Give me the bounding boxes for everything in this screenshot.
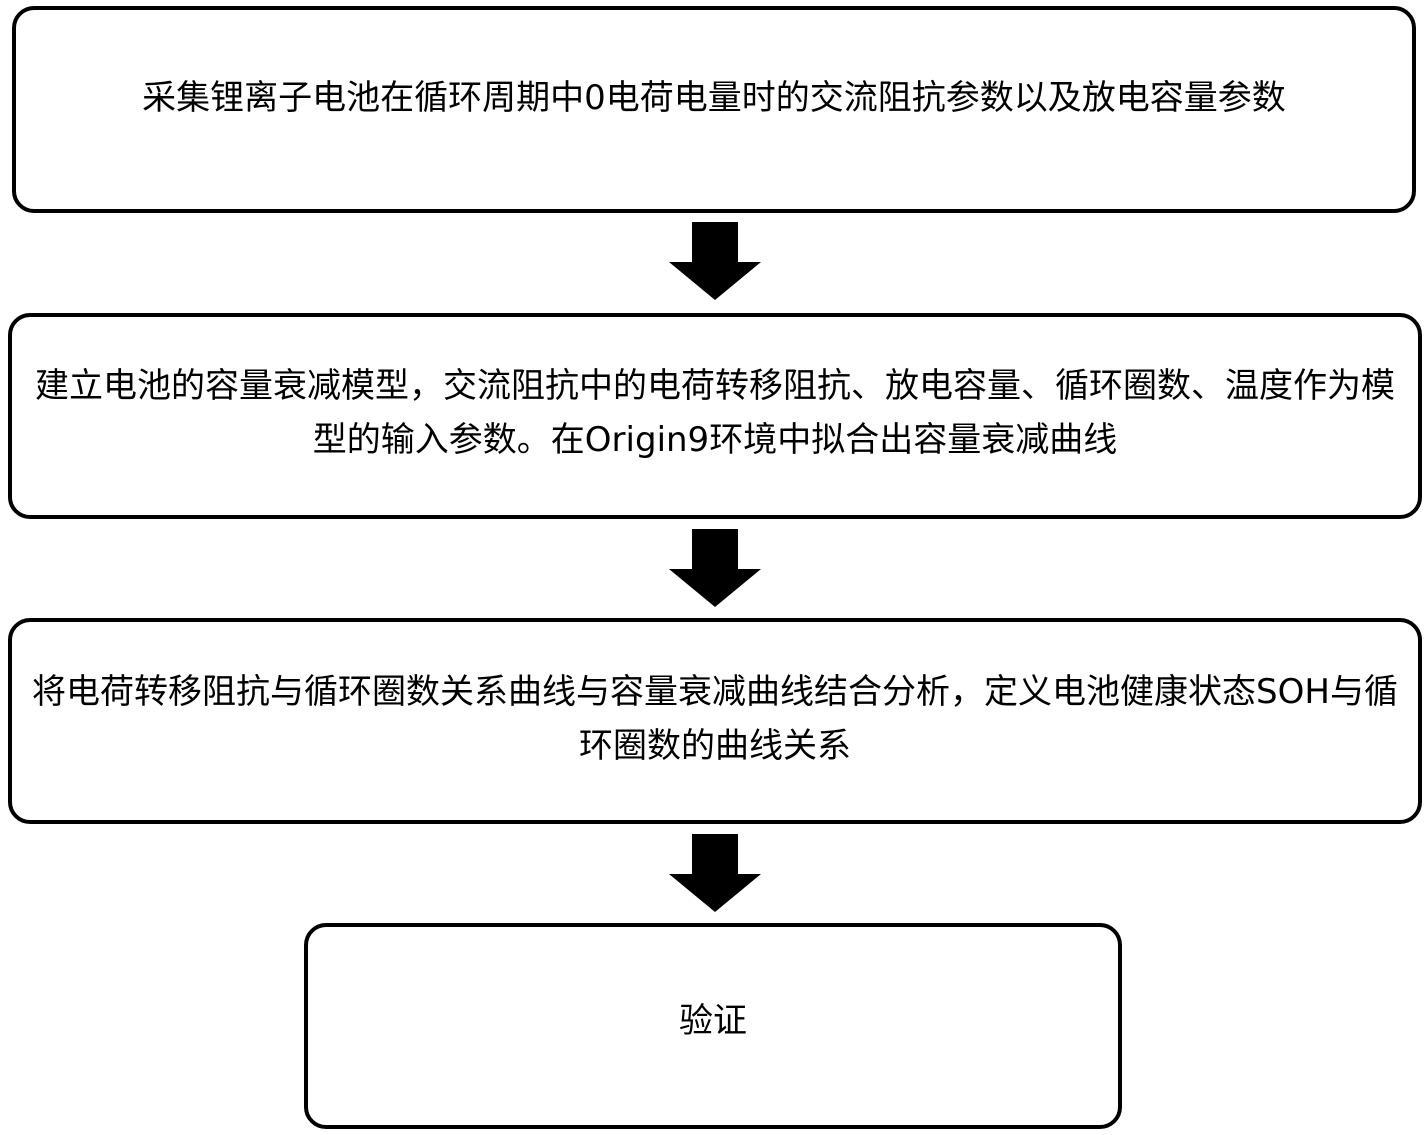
down-arrow-icon: [669, 529, 761, 607]
step-box-collect-parameters: 采集锂离子电池在循环周期中0电荷电量时的交流阻抗参数以及放电容量参数: [12, 6, 1416, 213]
step-box-define-soh: 将电荷转移阻抗与循环圈数关系曲线与容量衰减曲线结合分析，定义电池健康状态SOH与…: [8, 618, 1422, 824]
down-arrow-icon: [669, 222, 761, 300]
step-text: 将电荷转移阻抗与循环圈数关系曲线与容量衰减曲线结合分析，定义电池健康状态SOH与…: [32, 672, 1398, 766]
step-text: 建立电池的容量衰减模型，交流阻抗中的电荷转移阻抗、放电容量、循环圈数、温度作为模…: [35, 366, 1395, 460]
step-text: 验证: [679, 1001, 747, 1041]
down-arrow-icon: [669, 834, 761, 912]
step-box-build-model: 建立电池的容量衰减模型，交流阻抗中的电荷转移阻抗、放电容量、循环圈数、温度作为模…: [8, 313, 1422, 519]
step-text: 采集锂离子电池在循环周期中0电荷电量时的交流阻抗参数以及放电容量参数: [142, 77, 1286, 118]
step-box-verify: 验证: [304, 923, 1122, 1129]
